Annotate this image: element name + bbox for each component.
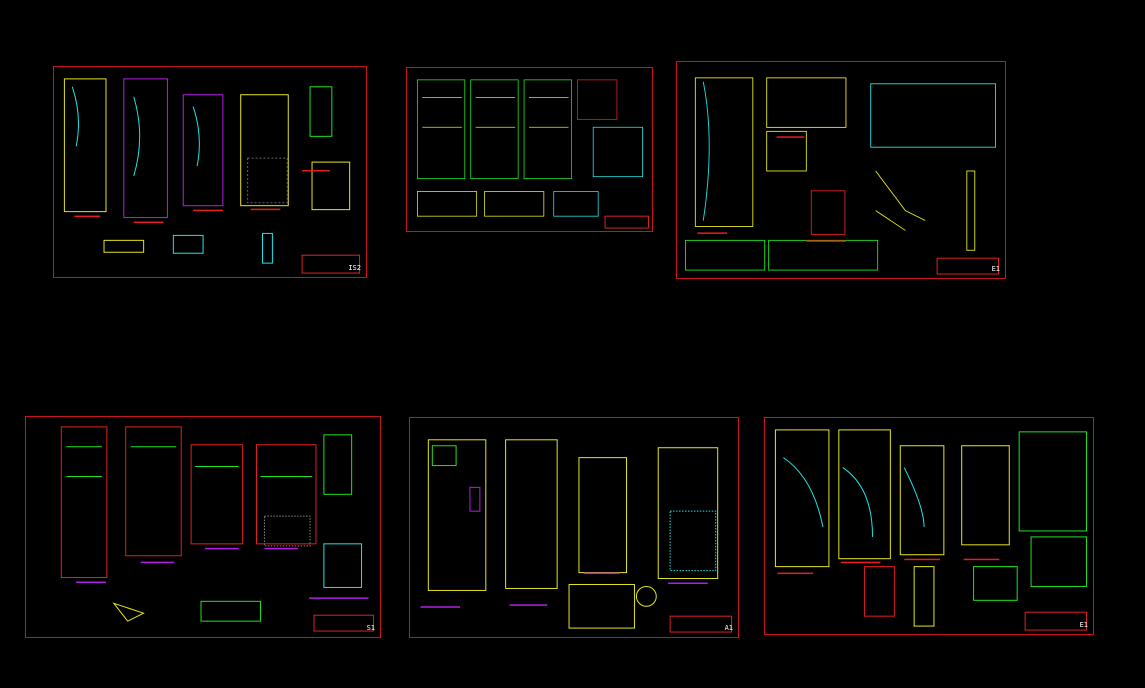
drawing-sheet-5[interactable]: A1	[409, 417, 739, 638]
sheet-6-drawing	[774, 429, 1088, 631]
sheet-1-drawing	[63, 78, 361, 274]
sheet-5-drawing	[420, 439, 733, 633]
drawing-sheet-2[interactable]	[406, 67, 653, 232]
sheet-number: S1	[366, 624, 375, 632]
sheet-4-drawing	[60, 426, 374, 632]
sheet-number: E1	[991, 265, 1000, 273]
sheet-number: IS2	[348, 264, 361, 272]
sheet-number: A1	[724, 624, 733, 632]
drawing-sheet-3[interactable]: E1	[676, 61, 1006, 279]
drawing-sheet-1[interactable]: IS2	[53, 66, 367, 278]
sheet-3-drawing	[684, 77, 1000, 275]
drawing-sheet-4[interactable]: S1	[25, 416, 381, 638]
sheet-2-drawing	[416, 79, 650, 229]
sheet-number: E1	[1079, 621, 1088, 629]
drawing-sheet-6[interactable]: E1	[764, 417, 1094, 635]
